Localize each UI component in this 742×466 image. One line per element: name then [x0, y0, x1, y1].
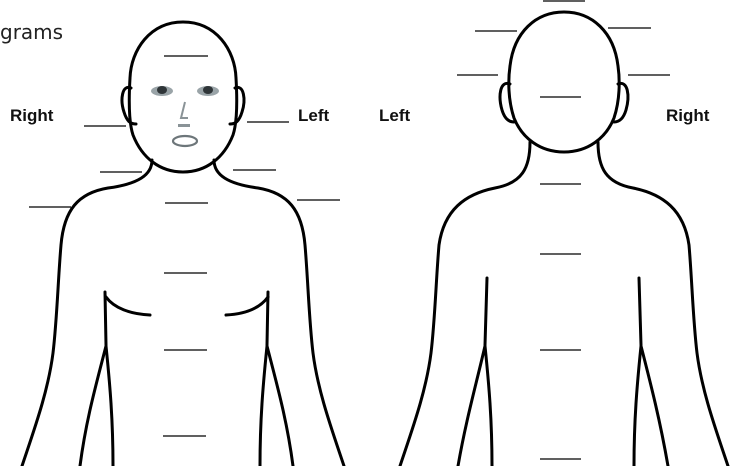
front-face [151, 86, 219, 146]
back-figure [400, 12, 728, 466]
front-label-blanks [29, 56, 340, 436]
front-left-forearm-inner [106, 346, 113, 466]
back-right-torso-outline [598, 142, 728, 466]
back-head-outline [509, 12, 619, 152]
back-right-forearm-inner [634, 346, 641, 466]
front-left-inner-arm [80, 346, 106, 466]
back-right-inner-arm [641, 346, 668, 466]
back-left-side-line [485, 278, 487, 345]
front-figure [22, 22, 344, 466]
front-right-forearm-inner [260, 346, 267, 466]
front-left-side-line [105, 292, 106, 345]
back-right-side-line [639, 278, 641, 345]
front-right-chest-line [226, 297, 268, 315]
front-right-inner-arm [267, 346, 293, 466]
back-left-forearm-inner [485, 346, 492, 466]
back-left-inner-arm [458, 346, 485, 466]
front-head-outline [129, 22, 237, 172]
back-left-torso-outline [400, 142, 530, 466]
front-left-chest-line [106, 297, 150, 315]
